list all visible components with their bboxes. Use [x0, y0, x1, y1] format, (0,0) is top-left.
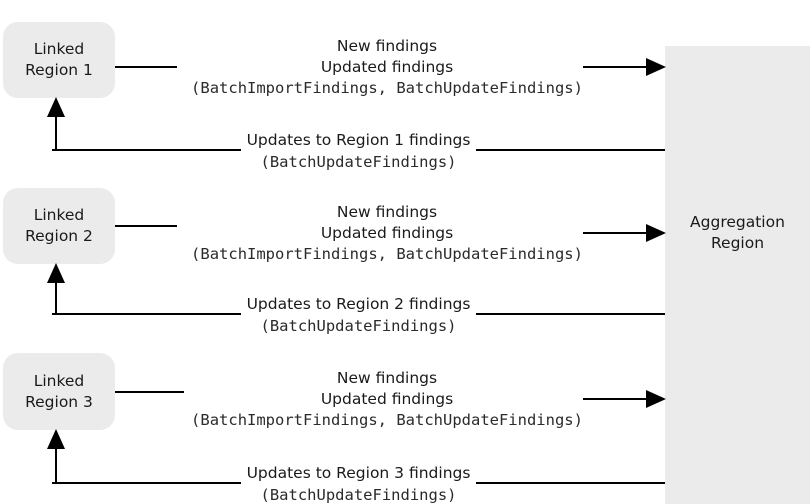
flow-stub-line-2 — [115, 225, 177, 227]
return-labels-2: Updates to Region 2 findings (BatchUpdat… — [241, 295, 477, 336]
linked-region-3-label-line2: Region 3 — [25, 392, 93, 411]
linked-region-2-label-line1: Linked — [33, 206, 85, 224]
linked-region-2-label-line2: Region 2 — [25, 227, 93, 245]
forward-arrow-line-2 — [583, 232, 646, 234]
linked-region-1-label-line1: Linked — [33, 40, 85, 58]
linked-region-3-label-line1: Linked — [33, 371, 85, 390]
forward-flow-1-api-label: (BatchImportFindings, BatchUpdateFinding… — [191, 79, 583, 97]
return-arrow-vline-2 — [55, 283, 57, 313]
return-line-left-1 — [52, 149, 241, 151]
linked-region-1-box: Linked Region 1 — [3, 22, 115, 98]
forward-arrow-line-1 — [583, 66, 646, 68]
forward-flow-labels-2: New findings Updated findings (BatchImpo… — [172, 202, 602, 265]
forward-arrow-head-2 — [646, 224, 666, 242]
return-path-3: Updates to Region 3 findings (BatchUpdat… — [52, 465, 665, 504]
return-path-1: Updates to Region 1 findings (BatchUpdat… — [52, 132, 665, 171]
return-line-left-2 — [52, 313, 241, 315]
forward-flow-2-line1: New findings — [336, 203, 438, 221]
linked-region-3-box: Linked Region 3 — [3, 353, 115, 430]
forward-flow-2-line2: Updated findings — [320, 224, 454, 242]
forward-flow-2-api-label: (BatchImportFindings, BatchUpdateFinding… — [191, 245, 583, 263]
flow-stub-line-1 — [115, 66, 177, 68]
return-arrow-vline-3 — [55, 449, 57, 482]
forward-arrow-head-3 — [646, 390, 666, 408]
aggregation-region-label: Aggregation Region — [665, 212, 810, 254]
return-line-right-2 — [476, 313, 665, 315]
forward-arrow-line-3 — [583, 398, 646, 400]
forward-flow-labels-3: New findings Updated findings (BatchImpo… — [172, 368, 602, 431]
forward-flow-1-line2: Updated findings — [320, 58, 454, 76]
return-api-label-2: (BatchUpdateFindings) — [260, 317, 457, 335]
return-arrow-head-1 — [47, 97, 65, 117]
return-path-2: Updates to Region 2 findings (BatchUpdat… — [52, 296, 665, 335]
forward-flow-1-line1: New findings — [336, 37, 438, 55]
return-line-right-1 — [476, 149, 665, 151]
forward-flow-3-line2: Updated findings — [320, 390, 454, 408]
return-arrow-head-2 — [47, 263, 65, 283]
forward-flow-labels-1: New findings Updated findings (BatchImpo… — [172, 36, 602, 99]
aggregation-region-label-line2: Region — [710, 234, 765, 252]
forward-flow-3-api-label: (BatchImportFindings, BatchUpdateFinding… — [191, 411, 583, 429]
forward-flow-3-line1: New findings — [336, 369, 438, 387]
return-arrow-head-3 — [47, 429, 65, 449]
return-title-1: Updates to Region 1 findings — [246, 131, 471, 149]
forward-arrow-head-1 — [646, 58, 666, 76]
linked-region-2-box: Linked Region 2 — [3, 188, 115, 264]
flow-stub-line-3 — [115, 391, 184, 393]
return-title-3: Updates to Region 3 findings — [246, 464, 471, 482]
return-title-2: Updates to Region 2 findings — [246, 295, 471, 313]
aggregation-region-label-line1: Aggregation — [690, 213, 785, 231]
aggregation-region-box — [665, 46, 810, 504]
linked-region-1-label-line2: Region 1 — [25, 61, 93, 79]
return-api-label-1: (BatchUpdateFindings) — [260, 153, 457, 171]
return-arrow-vline-1 — [55, 116, 57, 149]
return-labels-1: Updates to Region 1 findings (BatchUpdat… — [241, 131, 477, 172]
return-api-label-3: (BatchUpdateFindings) — [260, 486, 457, 504]
return-line-right-3 — [476, 482, 665, 484]
return-labels-3: Updates to Region 3 findings (BatchUpdat… — [241, 465, 477, 504]
return-line-left-3 — [52, 482, 241, 484]
